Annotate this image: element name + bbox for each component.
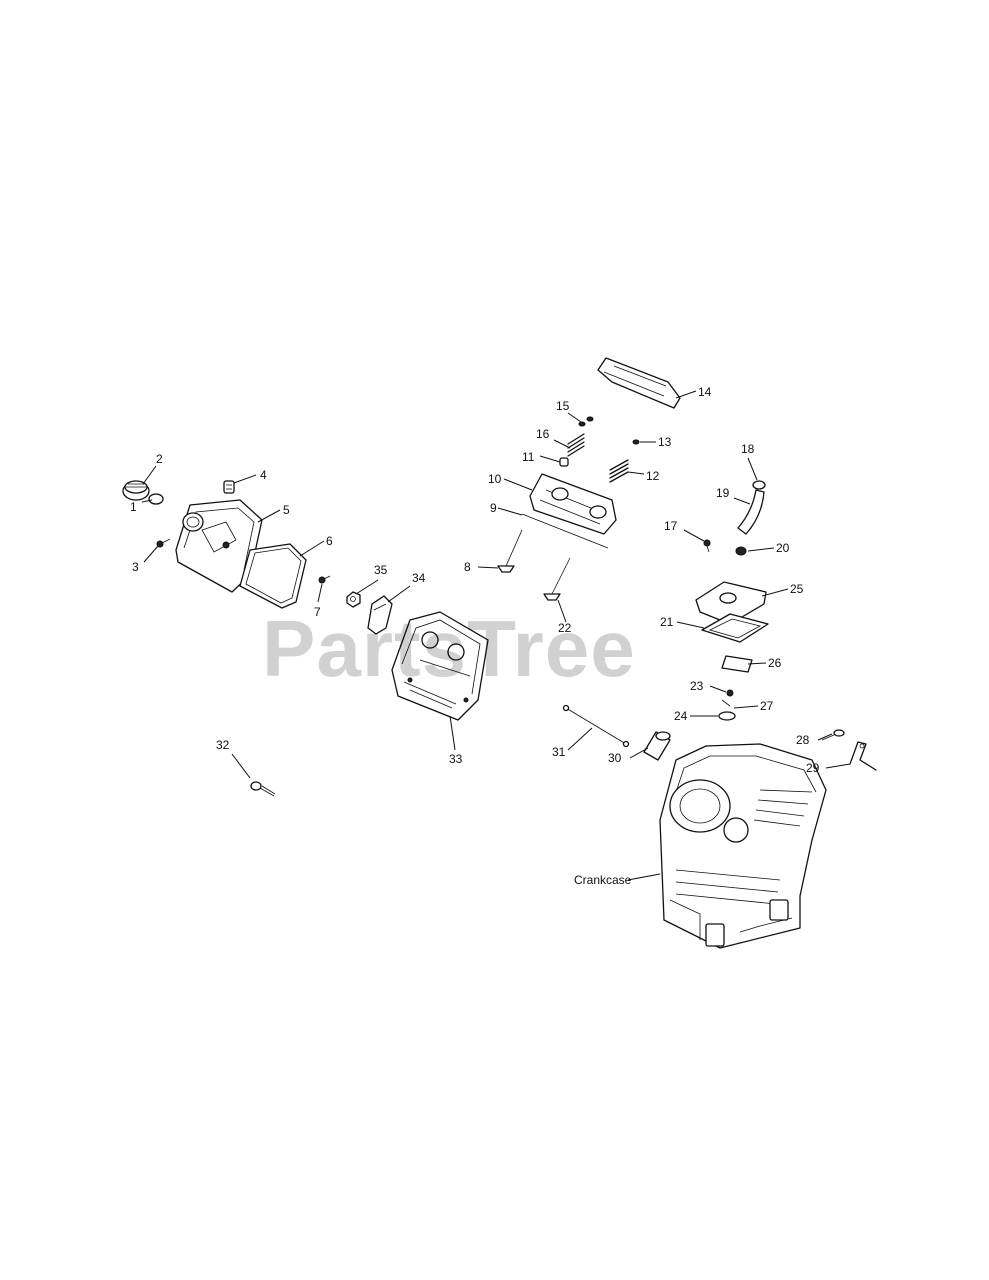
keeper-13 — [632, 439, 640, 445]
callout-crankcase: Crankcase — [574, 873, 632, 887]
callout-27: 27 — [760, 699, 774, 713]
leader-lines — [141, 390, 851, 881]
oil-fill-cap — [122, 480, 150, 501]
callout-14: 14 — [698, 385, 712, 399]
callout-4: 4 — [260, 468, 267, 482]
cylinder-head — [391, 611, 489, 721]
callout-1: 1 — [130, 500, 137, 514]
valve-spring-12 — [609, 459, 629, 483]
bracket-29 — [849, 741, 877, 771]
intake-valve — [543, 557, 571, 601]
valve-cover-gasket — [239, 543, 307, 609]
breather-cover — [695, 581, 767, 625]
hose-clamp-20 — [735, 546, 747, 556]
callout-7: 7 — [314, 605, 321, 619]
callout-26: 26 — [768, 656, 782, 670]
rocker-cover — [597, 357, 681, 409]
callout-10: 10 — [488, 472, 502, 486]
o-ring — [148, 493, 164, 505]
callout-24: 24 — [674, 709, 688, 723]
crankcase — [659, 743, 827, 949]
rod-9 — [521, 513, 609, 549]
rocker-arm — [367, 595, 393, 635]
fitting-4 — [223, 480, 235, 494]
hydraulic-lifter — [643, 731, 671, 761]
callout-21: 21 — [660, 615, 674, 629]
exhaust-valve — [497, 529, 523, 573]
callout-18: 18 — [741, 442, 755, 456]
callout-3: 3 — [132, 560, 139, 574]
callout-13: 13 — [658, 435, 672, 449]
callout-28: 28 — [796, 733, 810, 747]
breather-hose — [737, 489, 765, 535]
callout-30: 30 — [608, 751, 622, 765]
nut — [346, 591, 361, 608]
callout-19: 19 — [716, 486, 730, 500]
callout-11: 11 — [522, 450, 535, 464]
callout-6: 6 — [326, 534, 333, 548]
screw-28 — [821, 729, 845, 741]
pushrod — [562, 704, 630, 748]
callout-2: 2 — [156, 452, 163, 466]
callout-32: 32 — [216, 738, 230, 752]
callout-33: 33 — [449, 752, 463, 766]
callout-25: 25 — [790, 582, 804, 596]
head-bolt — [250, 781, 276, 797]
breather-gasket — [701, 613, 769, 643]
screw-17 — [703, 539, 711, 553]
callout-23: 23 — [690, 679, 704, 693]
callout-34: 34 — [412, 571, 426, 585]
hose-clamp-18 — [752, 480, 766, 490]
valve-cover — [175, 499, 263, 593]
screw-7 — [318, 575, 331, 584]
seal-11 — [559, 457, 569, 467]
callout-22: 22 — [558, 621, 572, 635]
retainer-15 — [578, 416, 594, 427]
watermark: PartsTree — [262, 604, 636, 693]
callout-8: 8 — [464, 560, 471, 574]
rocker-bridge — [529, 473, 617, 535]
valve-spring-16 — [567, 433, 585, 457]
callout-9: 9 — [490, 501, 497, 515]
callout-16: 16 — [536, 427, 550, 441]
retainer-24 — [718, 711, 736, 721]
callout-31: 31 — [552, 745, 566, 759]
callout-12: 12 — [646, 469, 660, 483]
callout-15: 15 — [556, 399, 570, 413]
callout-5: 5 — [283, 503, 290, 517]
callout-35: 35 — [374, 563, 388, 577]
callout-29: 29 — [806, 761, 820, 775]
screw-23 — [726, 689, 734, 697]
callout-20: 20 — [776, 541, 790, 555]
callout-17: 17 — [664, 519, 678, 533]
fitting-27 — [721, 699, 731, 707]
breather-reed — [721, 655, 753, 673]
screw-3 — [156, 538, 171, 548]
